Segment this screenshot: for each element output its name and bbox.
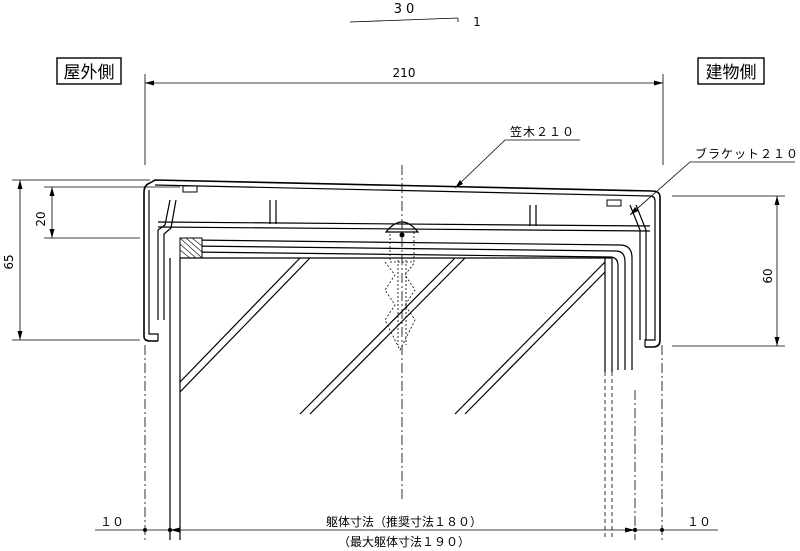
body-size-label: 躯体寸法（推奨寸法１８０）: [326, 514, 482, 529]
overall-width-label: 210: [393, 66, 416, 80]
slope-run-label: 1: [473, 15, 481, 29]
left-inner-label: 20: [34, 211, 48, 226]
building-side-label: 建物側: [706, 63, 757, 83]
left-height-label: 65: [2, 254, 16, 269]
left-height-dimension: 65: [2, 179, 150, 341]
bracket-callout: ブラケット２１０: [629, 146, 799, 216]
body-dimension: １０ １０ 躯体寸法（推奨寸法１８０） （最大躯体寸法１９０）: [95, 514, 718, 549]
overall-width-dimension: 210: [144, 66, 664, 165]
left-margin-label: １０: [100, 515, 124, 529]
sealant-bead: [179, 237, 203, 259]
right-height-dimension: 60: [672, 195, 785, 347]
anchor-bolt: [384, 221, 420, 351]
right-height-label: 60: [761, 268, 775, 283]
slope-rise-label: 30: [394, 2, 419, 17]
outdoor-side-label: 屋外側: [64, 63, 115, 83]
kasagi-callout: 笠木２１０: [454, 124, 580, 189]
bottom-extension-lines: [144, 345, 663, 540]
bracket-callout-label: ブラケット２１０: [695, 146, 799, 161]
slope-indicator: 30 1: [349, 2, 481, 29]
coping-profile: [143, 179, 661, 348]
parapet-wall: [169, 257, 613, 540]
right-margin-label: １０: [687, 515, 711, 529]
left-inner-dimension: 20: [34, 186, 180, 239]
outdoor-side-label-box: 屋外側: [56, 57, 122, 85]
max-body-size-label: （最大躯体寸法１９０）: [338, 534, 470, 549]
building-side-label-box: 建物側: [697, 57, 765, 85]
bracket-profile: [157, 199, 647, 370]
kasagi-callout-label: 笠木２１０: [510, 124, 575, 139]
